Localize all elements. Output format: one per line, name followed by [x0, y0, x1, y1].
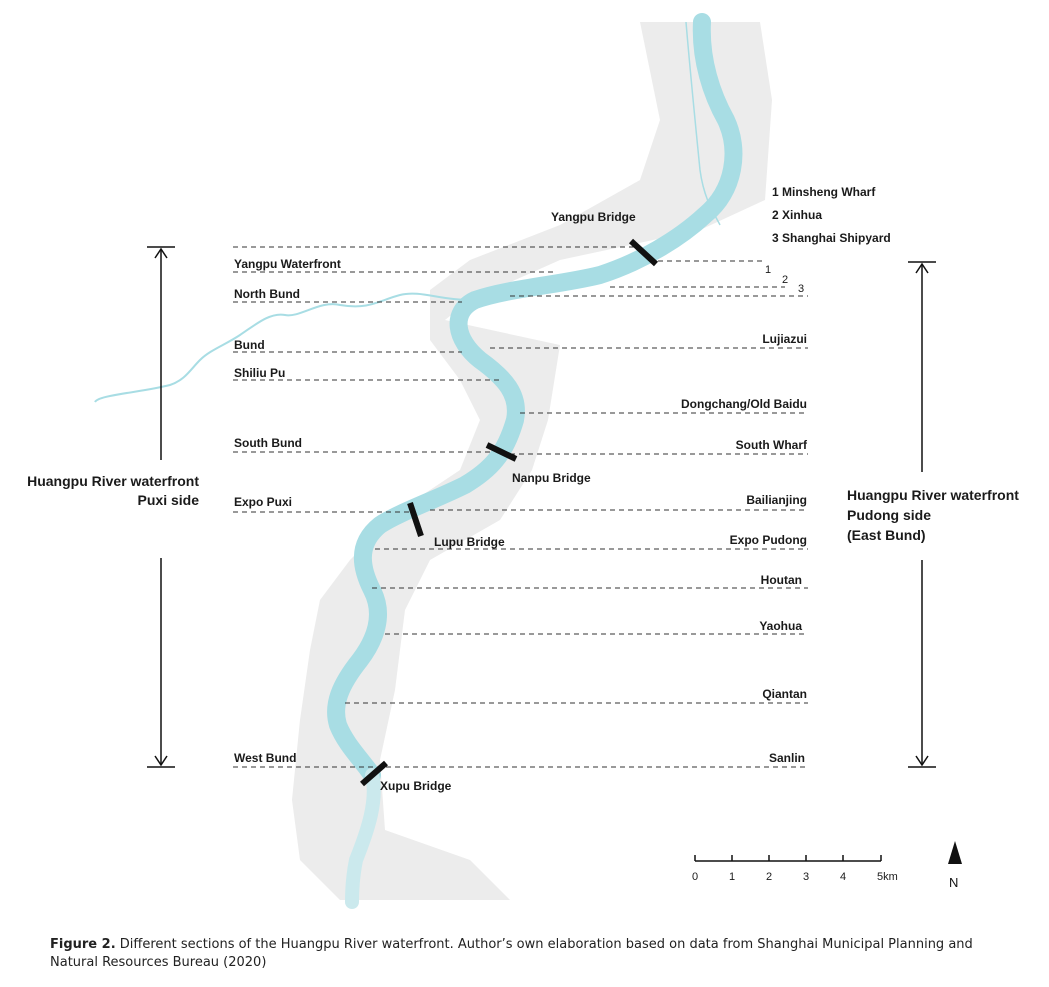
scale-tick-1: 1	[729, 871, 735, 883]
pudong-side-subtitle: Pudong side	[847, 507, 931, 523]
pudong-expo-pudong: Expo Pudong	[730, 533, 807, 547]
pudong-side-title: Huangpu River waterfront	[847, 487, 1019, 503]
pudong-yaohua: Yaohua	[759, 619, 802, 633]
canal	[685, 21, 721, 226]
pudong-lujiazui: Lujiazui	[762, 332, 807, 346]
scale-tick-5: 5km	[877, 871, 898, 883]
pudong-side-note: (East Bund)	[847, 527, 926, 543]
yangpu-bridge-label: Yangpu Bridge	[551, 210, 636, 224]
xupu-bridge-label: Xupu Bridge	[380, 779, 452, 793]
pudong-extent-arrow	[908, 261, 936, 768]
legend-item-1: 1 Minsheng Wharf	[772, 185, 876, 199]
section-lines	[233, 246, 808, 768]
caption-label: Figure 2.	[50, 937, 116, 952]
land-area	[292, 22, 772, 900]
legend-item-3: 3 Shanghai Shipyard	[772, 231, 891, 245]
marker-3: 3	[798, 283, 804, 295]
yangpu-bridge	[628, 238, 659, 267]
scale-tick-2: 2	[766, 871, 772, 883]
pudong-houtan: Houtan	[761, 573, 802, 587]
pudong-sanlin: Sanlin	[769, 751, 805, 765]
lupu-bridge-label: Lupu Bridge	[434, 535, 505, 549]
pudong-bailianjing: Bailianjing	[746, 493, 807, 507]
puxi-side-subtitle: Puxi side	[138, 492, 200, 508]
nanpu-bridge	[485, 442, 518, 462]
figure-caption: Figure 2. Different sections of the Huan…	[50, 936, 1000, 972]
north-label: N	[949, 875, 958, 890]
bridges	[360, 238, 659, 787]
scale-tick-4: 4	[840, 871, 846, 883]
puxi-west-bund: West Bund	[234, 751, 296, 765]
tributary	[94, 292, 471, 403]
pudong-qiantan: Qiantan	[762, 687, 807, 701]
lupu-bridge	[407, 502, 424, 537]
scale-bar	[694, 855, 882, 862]
puxi-side-title: Huangpu River waterfront	[27, 473, 199, 489]
puxi-extent-arrow	[147, 246, 175, 768]
puxi-south-bund: South Bund	[234, 436, 302, 450]
puxi-shiliu-pu: Shiliu Pu	[234, 366, 285, 380]
pudong-dongchang: Dongchang/Old Baidu	[681, 397, 807, 411]
scale-tick-3: 3	[803, 871, 809, 883]
xupu-bridge	[360, 760, 388, 787]
river-south	[345, 768, 381, 909]
puxi-expo-puxi: Expo Puxi	[234, 495, 292, 509]
pudong-south-wharf: South Wharf	[736, 438, 808, 452]
nanpu-bridge-label: Nanpu Bridge	[512, 471, 591, 485]
puxi-north-bund: North Bund	[234, 287, 300, 301]
scale-tick-0: 0	[692, 871, 698, 883]
legend-item-2: 2 Xinhua	[772, 208, 822, 222]
puxi-yangpu-waterfront: Yangpu Waterfront	[234, 257, 341, 271]
north-arrow-icon	[948, 841, 962, 864]
puxi-bund: Bund	[234, 338, 265, 352]
huangpu-river	[327, 13, 743, 784]
marker-2: 2	[782, 274, 788, 286]
caption-text: Different sections of the Huangpu River …	[50, 937, 973, 970]
marker-1: 1	[765, 264, 771, 276]
